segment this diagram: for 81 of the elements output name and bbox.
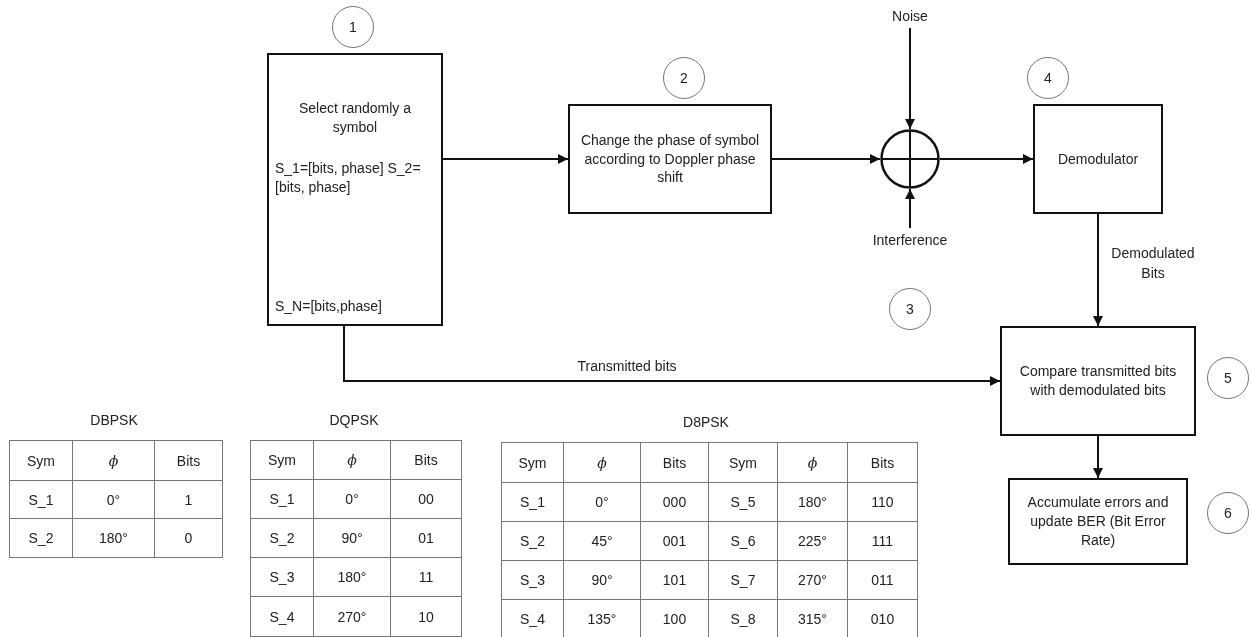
- table-cell: S_7: [708, 560, 778, 600]
- table-cell: 101: [640, 560, 709, 600]
- summing-junction: [880, 129, 940, 189]
- table-cell: 180°: [777, 482, 848, 522]
- step-text: S_N=[bits,phase]: [275, 297, 383, 316]
- process-box: [1000, 326, 1196, 436]
- callout-number: 2: [663, 57, 705, 99]
- table-title: D8PSK: [682, 414, 730, 430]
- callout-number: 4: [1027, 57, 1069, 99]
- table-cell: S_1: [250, 479, 314, 519]
- table-header-cell: Bits: [640, 442, 709, 483]
- arrow: [771, 154, 881, 164]
- table-header-cell: Bits: [154, 440, 223, 481]
- table-header-cell: ϕ: [563, 442, 641, 483]
- callout-number: 5: [1207, 357, 1249, 399]
- table-cell: S_6: [708, 521, 778, 561]
- table-cell: S_4: [250, 596, 314, 637]
- arrow: [905, 188, 915, 229]
- table-cell: 0°: [563, 482, 641, 522]
- table-cell: 0: [154, 518, 223, 558]
- table-cell: S_1: [501, 482, 564, 522]
- table-cell: 90°: [563, 560, 641, 600]
- table-cell: 225°: [777, 521, 848, 561]
- table-cell: S_2: [250, 518, 314, 558]
- table-cell: S_3: [501, 560, 564, 600]
- table-title: DQPSK: [328, 412, 380, 428]
- table-header-cell: Sym: [9, 440, 73, 481]
- table-cell: 270°: [313, 596, 391, 637]
- table-header-cell: Sym: [250, 440, 314, 480]
- process-box: [1008, 478, 1188, 565]
- table-header-cell: ϕ: [777, 442, 848, 483]
- table-cell: 270°: [777, 560, 848, 600]
- table-header-cell: Sym: [708, 442, 778, 483]
- table-header-cell: ϕ: [72, 440, 155, 481]
- table-cell: 180°: [313, 557, 391, 597]
- table-cell: 01: [390, 518, 462, 558]
- table-cell: 111: [847, 521, 918, 561]
- table-cell: 001: [640, 521, 709, 561]
- table-cell: 180°: [72, 518, 155, 558]
- table-cell: 110: [847, 482, 918, 522]
- table-cell: S_5: [708, 482, 778, 522]
- table-cell: 90°: [313, 518, 391, 558]
- table-cell: 1: [154, 480, 223, 519]
- table-cell: S_2: [9, 518, 73, 558]
- process-box: [267, 53, 443, 326]
- table-title: DBPSK: [89, 412, 139, 428]
- step-text: Demodulator: [1057, 149, 1139, 169]
- table-cell: 11: [390, 557, 462, 597]
- table-cell: S_2: [501, 521, 564, 561]
- arrow: [905, 27, 915, 130]
- process-box: [1033, 104, 1163, 214]
- table-cell: S_3: [250, 557, 314, 597]
- arrow: [939, 154, 1034, 164]
- arrow: [1093, 435, 1103, 479]
- callout-number: 1: [332, 6, 374, 48]
- callout-number: 3: [889, 288, 931, 330]
- process-box: [568, 104, 772, 214]
- input-label: Noise: [875, 4, 945, 28]
- input-label: Interference: [850, 228, 970, 252]
- table-header-cell: Bits: [847, 442, 918, 483]
- table-cell: S_4: [501, 599, 564, 637]
- table-cell: 10: [390, 596, 462, 637]
- step-text: Accumulate errors and update BER (Bit Error Rate): [1026, 493, 1170, 550]
- table-header-cell: ϕ: [313, 440, 391, 480]
- table-cell: 0°: [313, 479, 391, 519]
- arrow: [343, 325, 1001, 386]
- table-cell: S_1: [9, 480, 73, 519]
- step-text: Select randomly a symbol: [297, 99, 413, 137]
- callout-number: 6: [1207, 492, 1249, 534]
- step-text: S_1=[bits, phase] S_2=[bits, phase]: [275, 158, 422, 197]
- arrow: [442, 154, 569, 164]
- table-header-cell: Sym: [501, 442, 564, 483]
- table-cell: 45°: [563, 521, 641, 561]
- table-cell: 011: [847, 560, 918, 600]
- table-header-cell: Bits: [390, 440, 462, 480]
- table-cell: 000: [640, 482, 709, 522]
- step-text: Change the phase of symbol according to Doppler phase shift: [579, 130, 761, 188]
- table-cell: 0°: [72, 480, 155, 519]
- table-cell: 00: [390, 479, 462, 519]
- step-text: Compare transmitted bits with demodulated bits: [1018, 362, 1178, 400]
- arrow: [1093, 213, 1103, 327]
